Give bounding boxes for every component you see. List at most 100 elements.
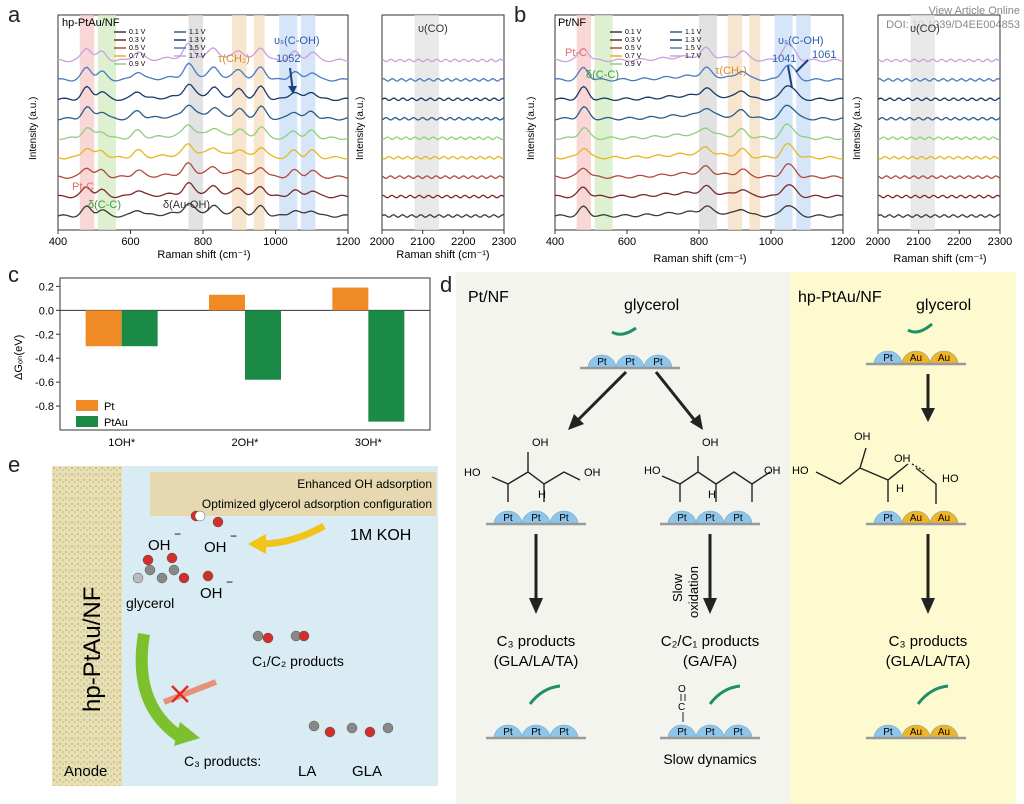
panel-c-legend-swatch-pt — [76, 400, 98, 411]
au-atom — [901, 350, 931, 365]
legend-label: 1.7 V — [685, 53, 702, 60]
legend-label: 0.3 V — [129, 37, 146, 44]
panel-b-co-label: υ(CO) — [910, 23, 940, 35]
highlight-band — [576, 15, 591, 230]
legend-label: 0.5 V — [625, 45, 642, 52]
highlight-band — [300, 15, 316, 230]
spectrum-line — [57, 104, 349, 121]
panel-a-bands — [79, 15, 316, 230]
panel-b-legend: 0.1 V0.3 V0.5 V0.7 V0.9 V1.1 V1.3 V1.5 V… — [610, 29, 702, 68]
bar-ptau — [368, 310, 405, 422]
panel-d-oh-top-middle: OH — [702, 437, 719, 449]
panel-d-oxidation-text: oxidation — [686, 566, 701, 618]
au-atom — [929, 510, 959, 525]
atom-ball — [298, 630, 310, 642]
panel-e-c3-arrowhead — [174, 722, 200, 746]
pt-atom — [723, 724, 753, 739]
panel-d-h-middle: H — [708, 489, 716, 501]
spectrum-line — [554, 184, 844, 199]
atom-label: Au — [938, 727, 950, 738]
panel-a-ptc-label: Pt-C — [72, 181, 94, 193]
pt-atom — [493, 724, 523, 739]
x-tick-label: 2300 — [492, 236, 516, 248]
spectrum-line — [381, 175, 505, 179]
atom-label: Pt — [531, 727, 541, 738]
pt-atom — [723, 510, 753, 525]
panel-e-banner — [150, 472, 436, 516]
spectrum-line — [877, 78, 1001, 82]
highlight-band — [188, 15, 203, 230]
pt-atom — [667, 724, 697, 739]
panel-a-legend: 0.1 V0.3 V0.5 V0.7 V0.9 V1.1 V1.3 V1.5 V… — [114, 29, 206, 68]
panel-b-tau-label: τ(CH₂) — [715, 65, 747, 77]
spectrum-line — [57, 42, 349, 63]
legend-label: 1.7 V — [189, 53, 206, 60]
x-tick-label: 800 — [690, 236, 708, 248]
bar-pt — [332, 287, 369, 311]
panel-a-dauoh-label: δ(Au-OH) — [163, 199, 210, 211]
panel-d-h-left: H — [538, 489, 546, 501]
highlight-band — [79, 15, 95, 230]
atom-label: Pt — [677, 513, 687, 524]
x-tick-label: 2OH* — [232, 437, 260, 449]
spectrum-line — [381, 58, 505, 63]
legend-label: 0.7 V — [129, 53, 146, 60]
atom-ball — [144, 564, 156, 576]
panel-b-co-ylabel: Intensity (a.u.) — [852, 97, 863, 160]
atom-ball — [168, 564, 180, 576]
x-tick-label: 600 — [618, 236, 636, 248]
atom-ball — [346, 722, 358, 734]
spectrum-line — [57, 142, 349, 160]
atom-label: Pt — [705, 513, 715, 524]
panel-d-c3-left: C₃ products — [497, 633, 576, 650]
panel-b-peak2-arrow — [795, 59, 809, 73]
atom-label: Au — [938, 513, 950, 524]
x-tick-label: 1200 — [336, 236, 360, 248]
atom-label: Pt — [653, 357, 663, 368]
panel-b-curves — [554, 43, 844, 218]
panel-a-xlabel: Raman shift (cm⁻¹) — [157, 249, 250, 261]
x-tick-label: 800 — [194, 236, 212, 248]
panel-c-letter: c — [8, 262, 19, 287]
panel-a-nus-label: υₛ(C-OH) — [274, 35, 320, 47]
panel-d-arrowhead-down-left — [529, 598, 543, 614]
legend-label: 0.9 V — [625, 61, 642, 68]
atom-ball — [324, 726, 336, 738]
panel-e-line1: Enhanced OH adsorption — [297, 477, 432, 491]
spectrum-line — [57, 202, 349, 218]
pt-atom — [521, 724, 551, 739]
view-article-link[interactable]: View Article Online — [928, 5, 1020, 17]
panel-d-c3-left-detail: (GLA/LA/TA) — [494, 653, 579, 670]
pt-atom — [549, 724, 579, 739]
panel-b-co-frame — [877, 14, 1001, 231]
spectrum-line — [381, 116, 505, 121]
legend-label: 0.5 V — [129, 45, 146, 52]
x-tick-label: 1200 — [831, 236, 855, 248]
highlight-band — [232, 15, 247, 230]
panel-d-ho-right: HO — [792, 465, 809, 477]
legend-label: 0.1 V — [129, 29, 146, 36]
panel-e-anode: Anode — [64, 763, 107, 780]
atom-ball — [308, 720, 320, 732]
pt-atom — [643, 354, 673, 369]
x-tick-label: 400 — [546, 236, 564, 248]
au-atom — [901, 510, 931, 525]
pt-atom — [493, 510, 523, 525]
spectrum-line — [381, 78, 505, 82]
spectrum-line — [57, 161, 349, 179]
panel-c-legend-ptau: PtAu — [104, 417, 128, 429]
atom-ball — [252, 630, 264, 642]
legend-label: 0.1 V — [625, 29, 642, 36]
au-atom — [901, 724, 931, 739]
legend-label: 1.5 V — [189, 45, 206, 52]
atom-ball — [132, 572, 144, 584]
panel-d-oh-top-right: OH — [854, 431, 871, 443]
highlight-band — [727, 15, 743, 230]
legend-label: 0.7 V — [625, 53, 642, 60]
panel-d-oh-right-middle: OH — [764, 465, 781, 477]
atom-label: Pt — [883, 513, 893, 524]
panel-b-co-curves — [877, 58, 1001, 218]
